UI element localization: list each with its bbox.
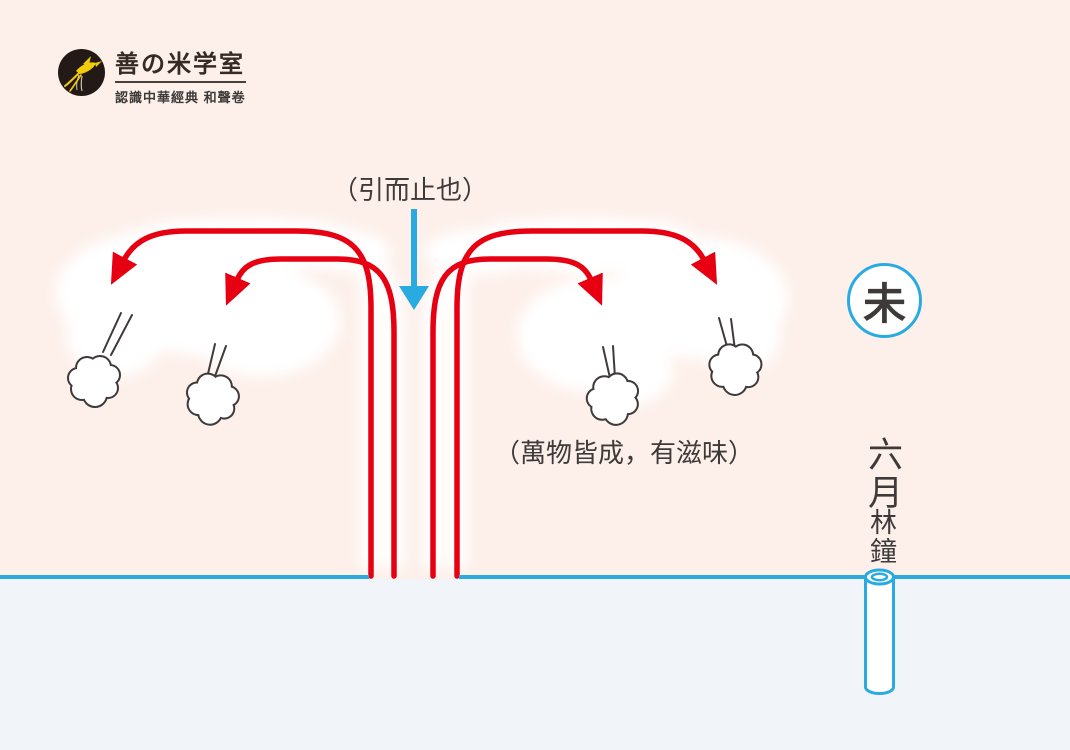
branch-arrow-inner-right: [430, 256, 603, 579]
logo-subtitle: 認識中華經典 和聲卷: [115, 90, 246, 105]
annotation-middle: （萬物皆成，有滋味）: [494, 438, 755, 468]
earthly-branch-char: 未: [863, 280, 906, 329]
logo: 善の米学室 認識中華經典 和聲卷: [58, 49, 246, 106]
red-branch-arrows: [110, 228, 718, 579]
cloud-puff-icon: [180, 368, 244, 431]
bird-icon: [64, 56, 102, 92]
branch-arrow-outer-right: [454, 228, 718, 579]
down-arrow-icon: [399, 209, 429, 310]
logo-title: 善の米学室: [115, 49, 246, 83]
pitch-name-label: 林鐘: [866, 508, 896, 566]
annotation-top: （引而止也）: [331, 175, 489, 205]
cloud-puff-icon: [67, 355, 121, 408]
branch-arrow-inner-left: [225, 256, 397, 579]
earthly-branch-badge: 未: [847, 263, 922, 338]
white-foliage-blobs: [56, 218, 788, 570]
logo-circle: [58, 49, 105, 96]
logo-text: 善の米学室 認識中華經典 和聲卷: [115, 49, 246, 106]
hanging-fruits: [67, 312, 765, 431]
branch-arrow-outer-left: [110, 228, 374, 579]
pitch-pipe: [864, 568, 895, 695]
month-label: 六月: [863, 436, 902, 512]
